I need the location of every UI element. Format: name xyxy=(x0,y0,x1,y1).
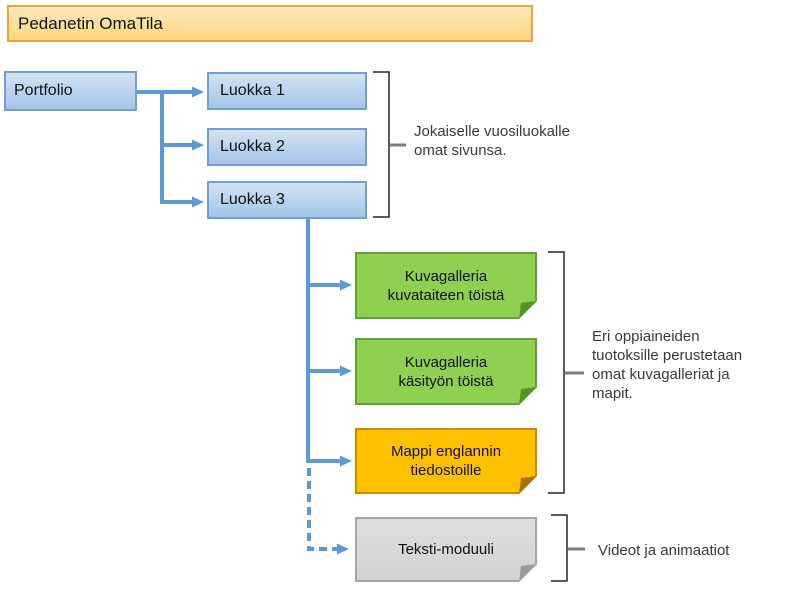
node-text-module-label: Teksti-moduuli xyxy=(398,541,494,558)
node-portfolio: Portfolio xyxy=(4,71,137,111)
folded-corner-icon xyxy=(519,387,537,405)
folded-corner-icon xyxy=(519,301,537,319)
annotation-subject-outputs: Eri oppiaineiden tuotoksille perustetaan… xyxy=(592,328,743,402)
folded-corner-icon xyxy=(519,476,537,494)
node-folder-english: Mappi englannin tiedostoille xyxy=(355,428,537,494)
node-gallery-craft-label: Kuvagalleria käsityön töistä xyxy=(398,353,494,390)
node-luokka-3: Luokka 3 xyxy=(207,181,367,219)
node-luokka-3-label: Luokka 3 xyxy=(220,191,285,208)
node-text-module: Teksti-moduuli xyxy=(355,517,537,582)
node-gallery-craft: Kuvagalleria käsityön töistä xyxy=(355,338,537,405)
node-luokka-1-label: Luokka 1 xyxy=(220,82,285,99)
bracket-subject-group xyxy=(548,251,565,494)
title-banner-label: Pedanetin OmaTila xyxy=(18,13,163,33)
node-luokka-1: Luokka 1 xyxy=(207,72,367,110)
node-luokka-2-label: Luokka 2 xyxy=(220,138,285,155)
bracket-luokka-group xyxy=(373,71,390,218)
folded-corner-icon xyxy=(519,564,537,582)
node-gallery-art: Kuvagalleria kuvataiteen töistä xyxy=(355,252,537,319)
annotation-videos: Videot ja animaatiot xyxy=(598,542,730,559)
node-portfolio-label: Portfolio xyxy=(14,82,73,99)
node-gallery-art-label: Kuvagalleria kuvataiteen töistä xyxy=(387,267,505,304)
title-banner: Pedanetin OmaTila xyxy=(7,5,533,42)
node-folder-english-label: Mappi englannin tiedostoille xyxy=(390,443,502,479)
bracket-text-module xyxy=(551,514,568,582)
arrow-dashed-text-module xyxy=(307,468,349,555)
node-luokka-2: Luokka 2 xyxy=(207,128,367,166)
annotation-year-classes: Jokaiselle vuosiluokalle omat sivunsa. xyxy=(414,123,570,159)
